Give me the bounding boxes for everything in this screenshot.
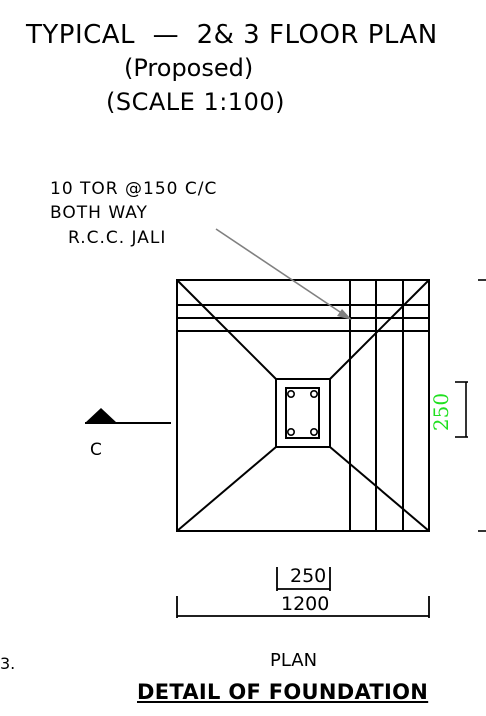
section-marker-triangle [85,408,117,423]
drawing-subtitle: (Proposed) [124,54,254,82]
footing-outline [176,279,430,532]
section-marker-label: C [90,440,102,460]
pedestal-outline [275,378,331,448]
rebar-dot [286,389,295,398]
dimension-1200-marks [176,596,430,618]
mesh-vertical-bars [349,280,404,531]
edge-text-fragment: 3. [0,654,16,673]
column-width-dimension: 250 [290,565,327,587]
drawing-title: TYPICAL — 2& 3 FLOOR PLAN [26,20,438,50]
rebar-dot [286,427,295,436]
rebar-note-line3: R.C.C. JALI [68,228,167,248]
rebar-note-line1: 10 TOR @150 C/C [50,179,218,199]
footing-width-dimension: 1200 [281,593,330,615]
view-label: PLAN [270,650,318,671]
mesh-horizontal-bars [177,304,429,332]
right-dimension-marks [455,279,486,532]
rebar-dot [309,427,318,436]
drawing-scale: (SCALE 1:100) [106,88,285,116]
leader-line [215,228,347,317]
rebar-dot [309,389,318,398]
column-outline [285,387,320,439]
dimension-250-marks [276,567,331,591]
leader-arrowhead [337,309,352,320]
detail-title: DETAIL OF FOUNDATION [137,680,429,704]
slope-lines [176,279,430,532]
column-height-dimension: 250 [429,392,453,432]
rebar-note-line2: BOTH WAY [50,203,148,223]
